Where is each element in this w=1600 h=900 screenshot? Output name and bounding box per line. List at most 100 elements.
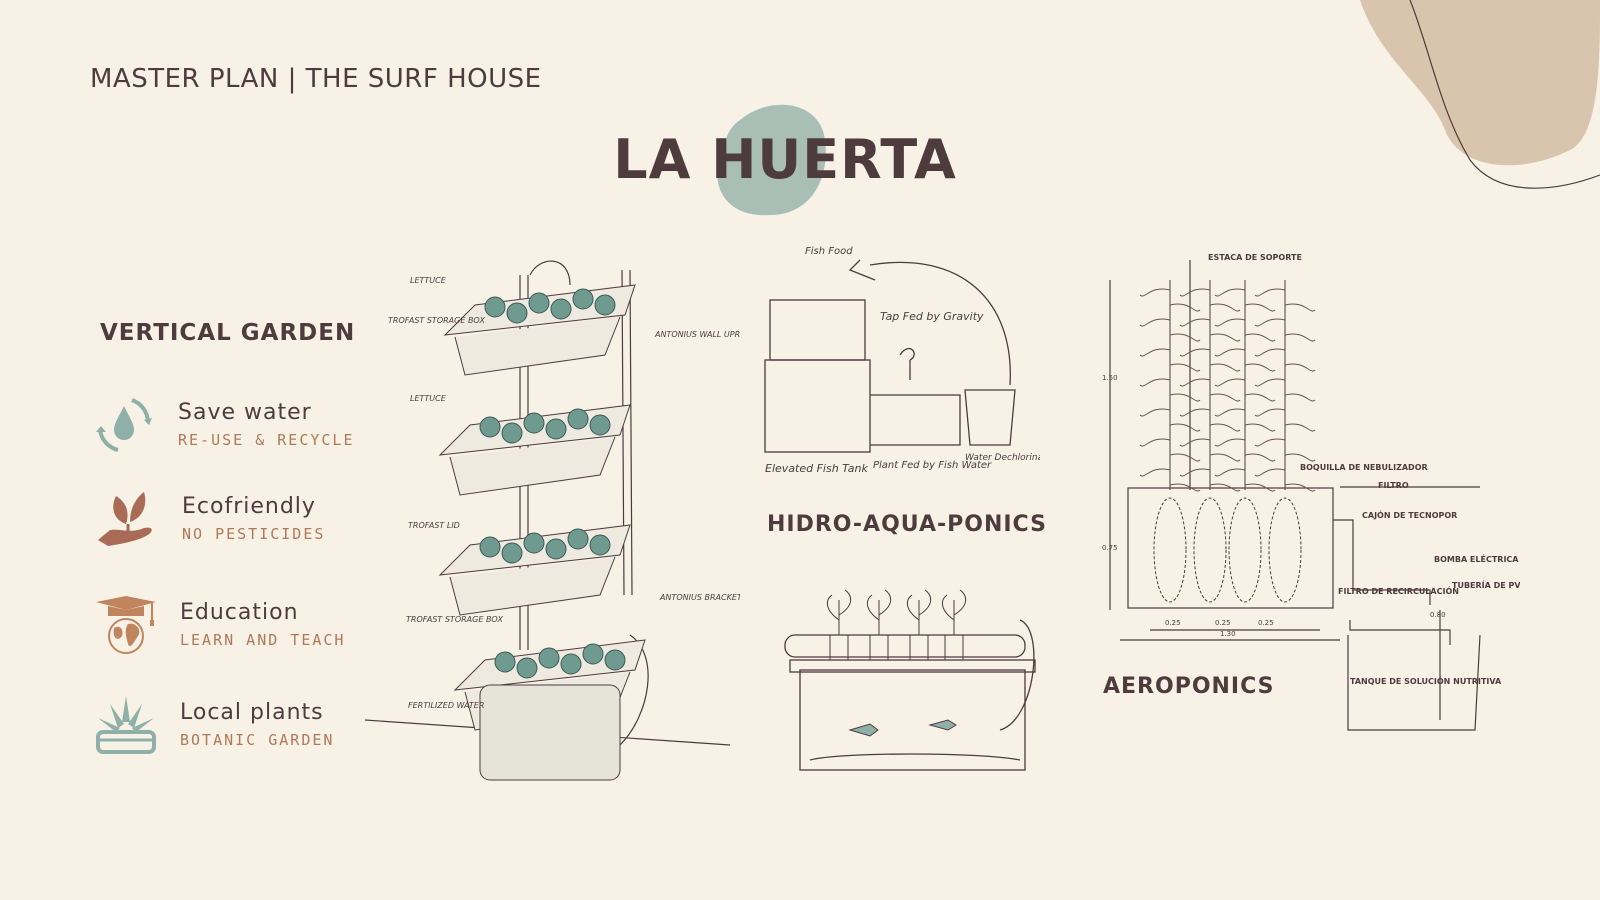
sketch-label: FILTRO DE RECIRCULACIÓN — [1338, 585, 1459, 596]
plant-roots — [1153, 497, 1187, 603]
plant-roots — [1228, 497, 1262, 603]
sketch-label: Water Dechlorinated By the Sun — [965, 453, 1040, 463]
aeroponics-heading: AEROPONICS — [1103, 674, 1275, 699]
succulent-plant-icon — [96, 696, 156, 754]
planter-box — [449, 436, 616, 496]
sketch-label: TROFAST STORAGE BOX — [406, 615, 504, 624]
plant-pot — [829, 634, 849, 661]
plant-pot — [944, 634, 964, 661]
feature-title: Save water — [178, 399, 312, 425]
vertical-garden-sketch: LETTUCE TROFAST STORAGE BOX ANTONIUS WAL… — [364, 260, 740, 781]
plant-leaf — [1139, 318, 1201, 342]
lettuce-plant — [494, 651, 516, 673]
sketch-label: FERTILIZED WATER — [408, 701, 484, 710]
plant-leaf — [1214, 378, 1276, 402]
feature-title: Local plants — [180, 699, 324, 725]
plant-leaf — [1139, 288, 1201, 312]
sketch-label: ESTACA DE SOPORTE — [1208, 253, 1302, 262]
plant-leaf — [1214, 288, 1276, 312]
plant-pot — [869, 634, 889, 661]
sketch-label: BOMBA ELÉCTRICA — [1434, 553, 1519, 564]
lettuce-plant — [516, 657, 538, 679]
water-recycle-icon — [96, 398, 152, 452]
lettuce-plant — [545, 538, 567, 560]
planter-box — [454, 316, 621, 376]
plant-leaf — [1214, 438, 1276, 462]
plant-leaves — [866, 589, 892, 635]
sketch-label: ANTONIUS BRACKETS — [659, 593, 740, 602]
lettuce-plant — [589, 534, 611, 556]
lettuce-plant — [501, 542, 523, 564]
page-title: LA HUERTA — [613, 128, 957, 191]
decorative-blob — [1360, 0, 1600, 189]
lettuce-plant — [523, 532, 545, 554]
feature-title: Ecofriendly — [182, 493, 316, 519]
header-title: MASTER PLAN | THE SURF HOUSE — [90, 64, 542, 94]
sketch-label: Fish Food — [805, 246, 853, 257]
plant-leaf — [1139, 378, 1201, 402]
plant-leaf — [1254, 288, 1316, 312]
lettuce-plant — [479, 536, 501, 558]
lettuce-plant — [567, 408, 589, 430]
plant-leaf — [1214, 408, 1276, 432]
plant-leaf — [1179, 348, 1241, 372]
lettuce-plant — [545, 418, 567, 440]
plant-leaf — [1179, 408, 1241, 432]
vertical-garden-heading: VERTICAL GARDEN — [100, 320, 356, 346]
dimension-label: 0.25 — [1258, 619, 1274, 627]
feature-subtitle: LEARN AND TEACH — [180, 630, 346, 649]
aeroponics-sketch: ESTACA DE SOPORTE BOQUILLA DE NEBULIZADO… — [1102, 253, 1520, 731]
sketch-label: CAJÓN DE TECNOPOR — [1362, 509, 1457, 520]
dimension-label: 0.25 — [1165, 619, 1181, 627]
plant-leaf — [1254, 348, 1316, 372]
plant-roots — [1193, 497, 1227, 603]
sketch-label: TANQUE DE SOLUCIÓN NUTRITIVA — [1350, 675, 1502, 686]
sketch-label: TROFAST LID — [408, 521, 460, 530]
lettuce-plant — [560, 653, 582, 675]
lettuce-plant — [594, 294, 616, 316]
lettuce-plant — [550, 298, 572, 320]
plant-leaves — [906, 589, 932, 635]
plant-pot — [909, 634, 929, 661]
plant-leaf — [1139, 408, 1201, 432]
plant-leaf — [1139, 468, 1201, 492]
sketch-label: Elevated Fish Tank — [765, 462, 868, 475]
plant-leaf — [1214, 348, 1276, 372]
dimension-label: 1.50 — [1102, 374, 1118, 382]
title-blob — [717, 104, 826, 216]
feature-ecofriendly: Ecofriendly NO PESTICIDES — [96, 486, 325, 550]
lettuce-plant — [479, 416, 501, 438]
plant-leaf — [1179, 288, 1241, 312]
planter-box — [449, 556, 616, 616]
plant-leaf — [1254, 438, 1316, 462]
sketch-label: BOQUILLA DE NEBULIZADOR — [1300, 463, 1428, 472]
lettuce-plant — [538, 647, 560, 669]
plant-leaf — [1254, 318, 1316, 342]
feature-save-water: Save water RE-USE & RECYCLE — [92, 392, 355, 456]
sketch-label: LETTUCE — [410, 276, 447, 285]
plant-leaves — [826, 589, 852, 635]
dimension-label: 0.80 — [1430, 611, 1446, 619]
dimension-label: 0.75 — [1102, 544, 1118, 552]
sketch-label: LETTUCE — [410, 394, 447, 403]
lettuce-plant — [523, 412, 545, 434]
lettuce-plant — [604, 649, 626, 671]
feature-education: Education LEARN AND TEACH — [94, 592, 345, 656]
plant-roots — [1268, 497, 1302, 603]
hand-plant-icon — [98, 492, 152, 546]
plant-leaf — [1179, 438, 1241, 462]
lettuce-plant — [582, 643, 604, 665]
feature-subtitle: BOTANIC GARDEN — [180, 730, 335, 749]
sketch-label: FILTRO — [1378, 481, 1409, 490]
sketch-label: ANTONIUS WALL UPRIGHT — [654, 330, 740, 339]
plant-leaf — [1139, 438, 1201, 462]
sketch-label: Tap Fed by Gravity — [880, 310, 984, 323]
feature-local-plants: Local plants BOTANIC GARDEN — [94, 692, 334, 756]
hidro-aquaponics-heading: HIDRO-AQUA-PONICS — [767, 512, 1047, 537]
feature-subtitle: NO PESTICIDES — [182, 524, 326, 543]
sketch-label: TUBERÍA DE PVC — [1452, 579, 1520, 590]
plant-leaf — [1254, 378, 1316, 402]
plant-leaf — [1214, 468, 1276, 492]
plant-leaf — [1254, 468, 1316, 492]
dimension-label: 1.30 — [1220, 630, 1236, 638]
